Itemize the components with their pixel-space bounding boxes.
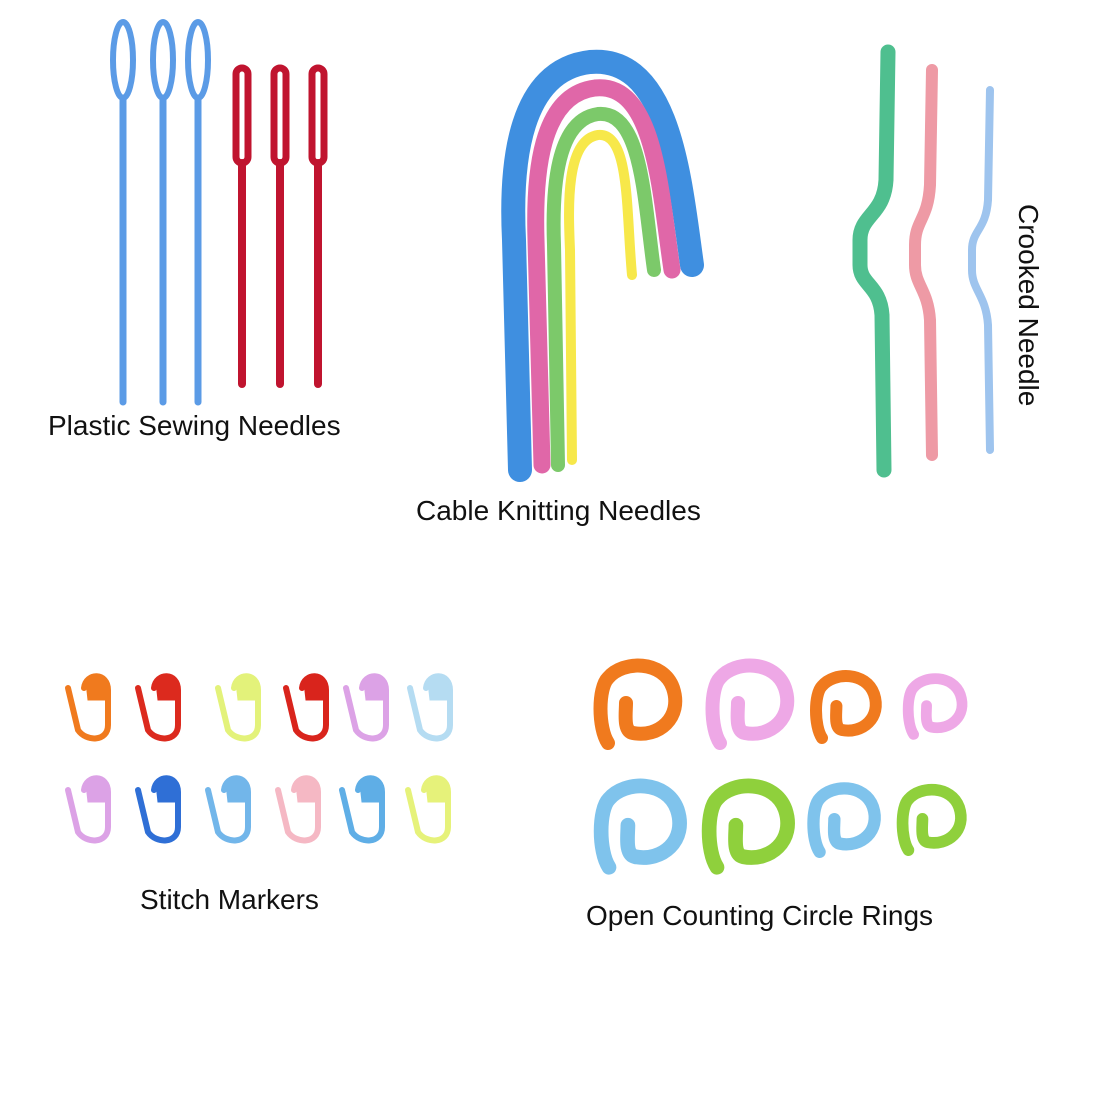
sewing-needles-illustration	[110, 19, 328, 406]
stitch-markers-grid	[60, 660, 460, 820]
counting-rings-label: Open Counting Circle Rings	[586, 900, 934, 931]
counting-rings-grid	[580, 650, 1020, 890]
stitch-markers-label: Stitch Markers	[140, 884, 319, 915]
crooked-needles-illustration	[852, 44, 994, 478]
cable-needles-illustration	[501, 49, 704, 482]
crooked-needle-label: Crooked Needle	[1013, 204, 1044, 407]
sewing-needles-label: Plastic Sewing Needles	[48, 410, 341, 441]
cable-needles-label: Cable Knitting Needles	[416, 495, 701, 526]
